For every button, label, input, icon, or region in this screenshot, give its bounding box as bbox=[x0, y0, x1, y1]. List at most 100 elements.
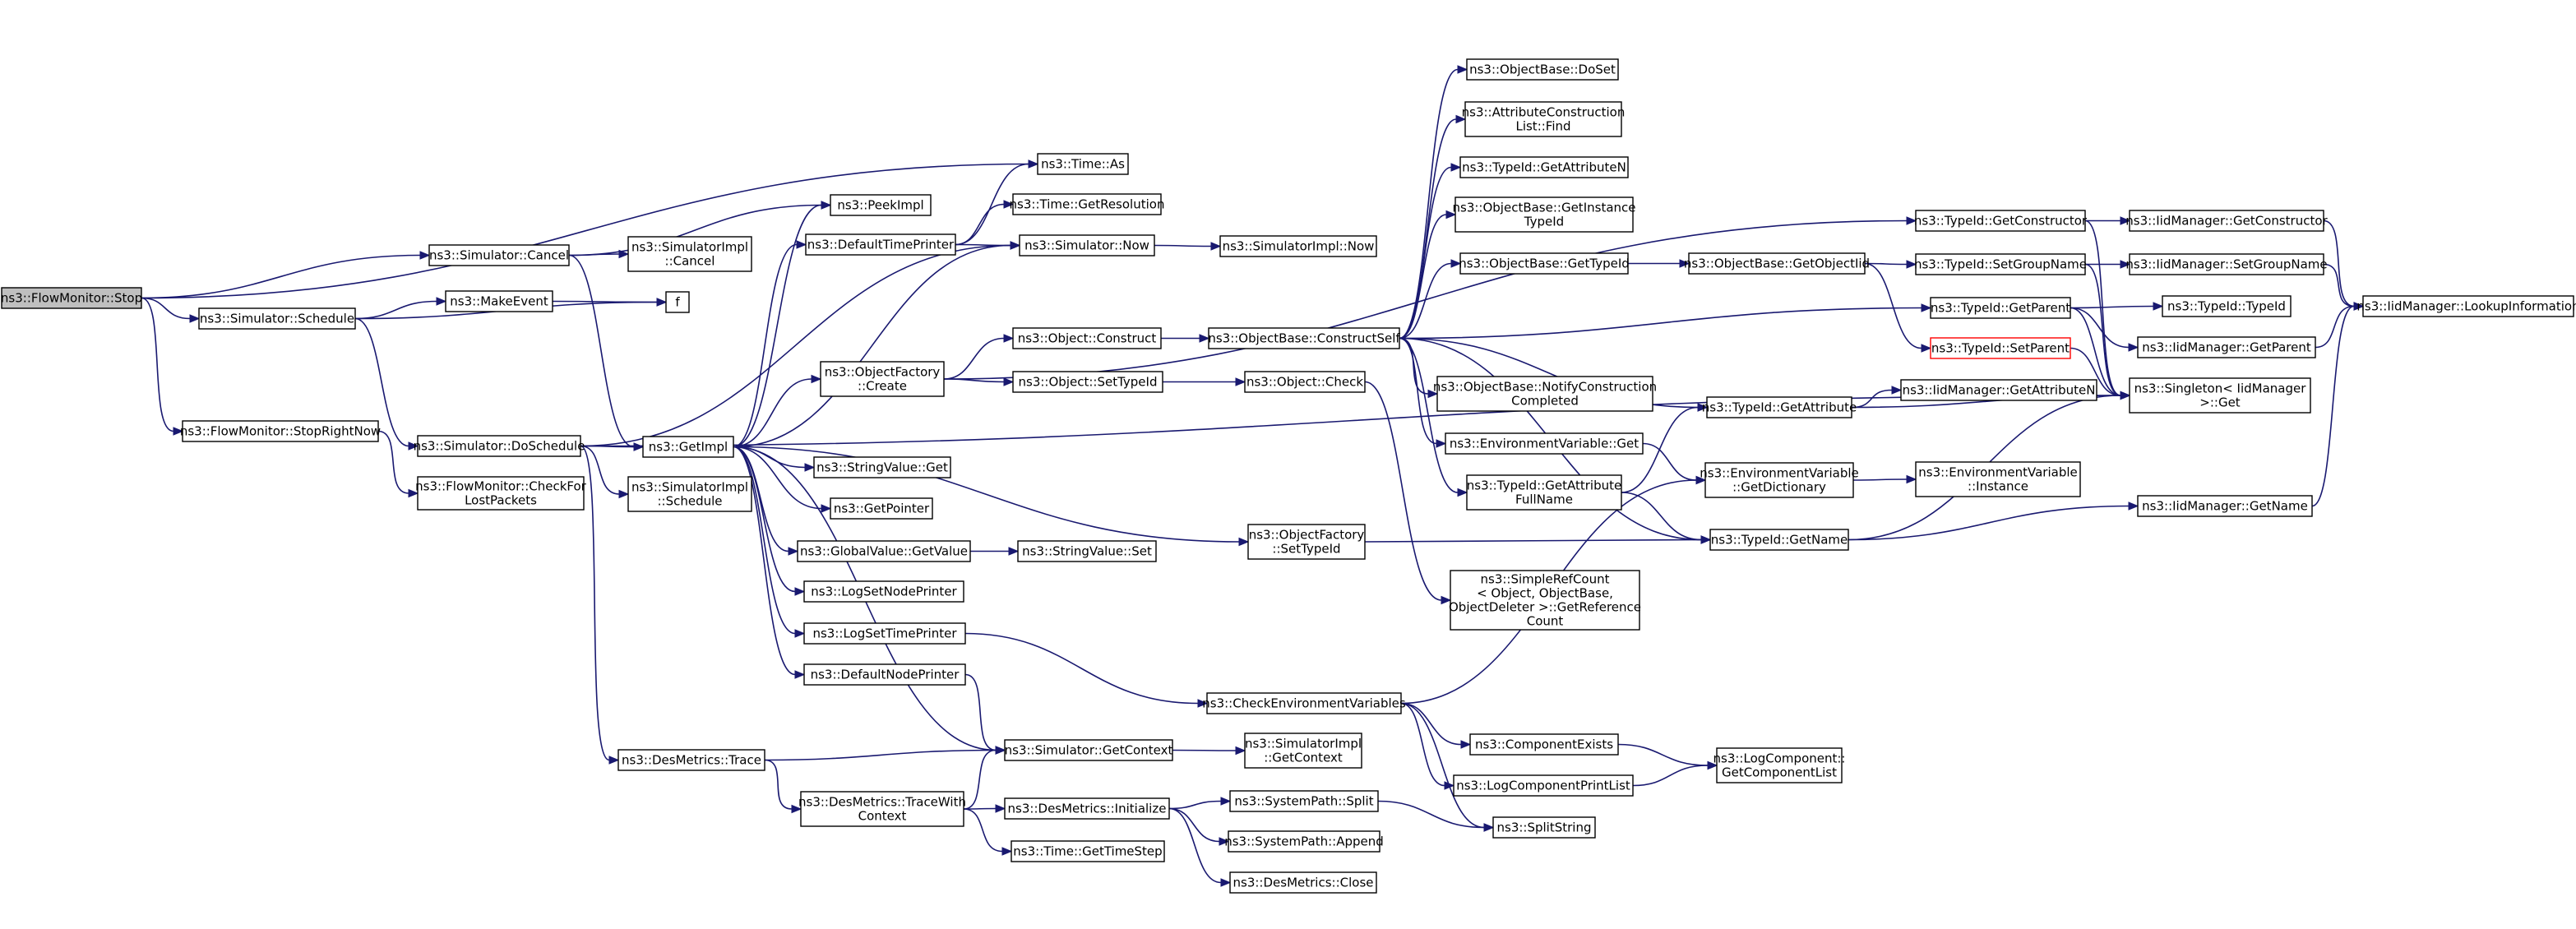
graph-node[interactable]: ns3::IidManager::GetAttributeN bbox=[1900, 379, 2097, 401]
graph-node[interactable]: ns3::ObjectBase::GetTypeId bbox=[1459, 252, 1630, 275]
graph-node[interactable]: ns3::DefaultNodePrinter bbox=[803, 663, 966, 686]
graph-node[interactable]: ns3::EnvironmentVariable::Get bbox=[1445, 432, 1644, 455]
graph-node[interactable]: ns3::TypeId::GetConstructor bbox=[1914, 210, 2088, 232]
graph-node[interactable]: ns3::SimulatorImpl::Cancel bbox=[627, 236, 752, 272]
graph-node[interactable]: ns3::SimpleRefCount< Object, ObjectBase,… bbox=[1449, 570, 1641, 631]
edge-arrowhead bbox=[1450, 163, 1462, 172]
graph-node[interactable]: ns3::EnvironmentVariable::GetDictionary bbox=[1700, 462, 1859, 498]
graph-node[interactable]: f bbox=[665, 291, 690, 313]
graph-node[interactable]: ns3::Singleton< IidManager>::Get bbox=[2129, 377, 2311, 414]
graph-node[interactable]: ns3::SystemPath::Split bbox=[1229, 790, 1379, 812]
edge-line bbox=[1399, 337, 1459, 493]
node-box bbox=[830, 194, 932, 216]
node-box bbox=[803, 663, 966, 686]
node-box bbox=[797, 540, 971, 562]
graph-node[interactable]: ns3::TypeId::GetParent bbox=[1930, 297, 2071, 319]
graph-node[interactable]: ns3::ObjectFactory::Create bbox=[820, 361, 945, 397]
graph-node[interactable]: ns3::ObjectFactory::SetTypeId bbox=[1247, 524, 1366, 560]
graph-node[interactable]: ns3::IidManager::GetName bbox=[2137, 495, 2313, 517]
edge-line bbox=[733, 243, 798, 448]
edge-arrowhead bbox=[2120, 216, 2131, 225]
call-edge bbox=[1168, 797, 1232, 810]
call-edge bbox=[1154, 242, 1222, 251]
edge-arrowhead bbox=[1210, 242, 1222, 251]
graph-node[interactable]: ns3::LogSetNodePrinter bbox=[803, 580, 964, 603]
graph-node[interactable]: ns3::Time::GetTimeStep bbox=[1011, 840, 1165, 862]
node-label: ns3::EnvironmentVariable bbox=[1700, 466, 1858, 481]
graph-node[interactable]: ns3::ObjectBase::NotifyConstructionCompl… bbox=[1433, 376, 1657, 412]
graph-node[interactable]: ns3::SplitString bbox=[1492, 816, 1596, 839]
graph-node[interactable]: ns3::ObjectBase::DoSet bbox=[1466, 58, 1619, 81]
edge-line bbox=[964, 632, 1199, 705]
node-label: ns3::TypeId::TypeId bbox=[2167, 299, 2286, 314]
edge-line bbox=[733, 446, 796, 635]
graph-node[interactable]: ns3::DefaultTimePrinter bbox=[805, 233, 956, 256]
node-box bbox=[1017, 540, 1157, 562]
graph-node[interactable]: ns3::Simulator::GetContext bbox=[1004, 739, 1173, 761]
graph-node[interactable]: ns3::PeekImpl bbox=[830, 194, 932, 216]
graph-node[interactable]: ns3::GlobalValue::GetValue bbox=[797, 540, 971, 562]
graph-node[interactable]: ns3::SystemPath::Append bbox=[1224, 830, 1384, 853]
node-label: List::Find bbox=[1515, 119, 1570, 134]
graph-node[interactable]: ns3::CheckEnvironmentVariables bbox=[1202, 692, 1406, 714]
graph-node[interactable]: ns3::DesMetrics::Initialize bbox=[1004, 797, 1170, 820]
node-box bbox=[2129, 377, 2311, 414]
edge-line bbox=[2084, 220, 2121, 396]
graph-node[interactable]: ns3::Object::SetTypeId bbox=[1012, 371, 1163, 393]
graph-node[interactable]: ns3::LogComponentPrintList bbox=[1453, 774, 1634, 797]
graph-node[interactable]: ns3::TypeId::SetGroupName bbox=[1914, 253, 2087, 275]
node-box bbox=[1445, 432, 1644, 455]
graph-node[interactable]: ns3::TypeId::GetAttributeN bbox=[1459, 156, 1629, 178]
graph-node[interactable]: ns3::ComponentExists bbox=[1469, 733, 1619, 756]
graph-node[interactable]: ns3::SimulatorImpl::GetContext bbox=[1244, 733, 1362, 769]
edge-line bbox=[1617, 743, 1709, 766]
graph-node[interactable]: ns3::Simulator::Cancel bbox=[428, 244, 570, 266]
graph-node[interactable]: ns3::Simulator::DoSchedule bbox=[414, 435, 585, 457]
graph-node[interactable]: ns3::ObjectBase::ConstructSelf bbox=[1208, 327, 1400, 349]
graph-node[interactable]: ns3::GetImpl bbox=[642, 436, 734, 458]
graph-node[interactable]: ns3::IidManager::GetParent bbox=[2137, 336, 2316, 358]
call-edge bbox=[964, 632, 1209, 708]
graph-node[interactable]: ns3::MakeEvent bbox=[445, 290, 553, 312]
graph-node[interactable]: ns3::SimulatorImpl::Now bbox=[1219, 235, 1377, 257]
node-box bbox=[1244, 371, 1366, 393]
edge-line bbox=[580, 395, 2121, 447]
graph-node[interactable]: ns3::IidManager::LookupInformation bbox=[2356, 295, 2576, 317]
graph-node[interactable]: ns3::FlowMonitor::Stop bbox=[1, 287, 142, 309]
graph-node[interactable]: ns3::FlowMonitor::StopRightNow bbox=[180, 420, 381, 442]
graph-node[interactable]: ns3::IidManager::GetConstructor bbox=[2125, 210, 2329, 232]
edge-line bbox=[1154, 244, 1212, 247]
graph-node[interactable]: ns3::LogSetTimePrinter bbox=[803, 622, 966, 645]
edge-line bbox=[955, 243, 1011, 247]
graph-node[interactable]: ns3::TypeId::GetAttribute bbox=[1702, 396, 1857, 418]
graph-node[interactable]: ns3::Simulator::Now bbox=[1019, 234, 1155, 257]
graph-node[interactable]: ns3::EnvironmentVariable::Instance bbox=[1915, 461, 2081, 497]
graph-node[interactable]: ns3::StringValue::Set bbox=[1017, 540, 1157, 562]
node-box bbox=[2162, 295, 2292, 317]
graph-node[interactable]: ns3::LogComponent::GetComponentList bbox=[1713, 747, 1846, 783]
node-label: ns3::TypeId::GetParent bbox=[1931, 301, 2070, 316]
graph-node[interactable]: ns3::DesMetrics::Close bbox=[1229, 871, 1377, 894]
graph-node[interactable]: ns3::SimulatorImpl::Schedule bbox=[627, 476, 752, 512]
graph-node[interactable]: ns3::GetPointer bbox=[830, 497, 933, 520]
edge-line bbox=[2070, 305, 2154, 309]
graph-node[interactable]: ns3::DesMetrics::Trace bbox=[617, 749, 765, 771]
graph-node[interactable]: ns3::Time::GetResolution bbox=[1010, 193, 1165, 215]
graph-node[interactable]: ns3::ObjectBase::GetObjectIid bbox=[1684, 252, 1870, 275]
graph-node[interactable]: ns3::Object::Check bbox=[1244, 371, 1366, 393]
graph-node[interactable]: ns3::IidManager::SetGroupName bbox=[2125, 253, 2328, 275]
graph-node[interactable]: ns3::Time::As bbox=[1037, 153, 1129, 175]
graph-node[interactable]: ns3::TypeId::GetName bbox=[1709, 529, 1849, 551]
call-edge bbox=[1364, 535, 1712, 544]
graph-node[interactable]: ns3::TypeId::TypeId bbox=[2162, 295, 2292, 317]
node-label: ns3::LogComponent:: bbox=[1713, 751, 1846, 766]
graph-node[interactable]: ns3::Simulator::Schedule bbox=[198, 307, 356, 330]
graph-node[interactable]: ns3::Object::Construct bbox=[1012, 327, 1162, 349]
graph-node[interactable]: ns3::StringValue::Get bbox=[813, 456, 951, 478]
graph-node[interactable]: ns3::TypeId::SetParent bbox=[1930, 337, 2071, 359]
